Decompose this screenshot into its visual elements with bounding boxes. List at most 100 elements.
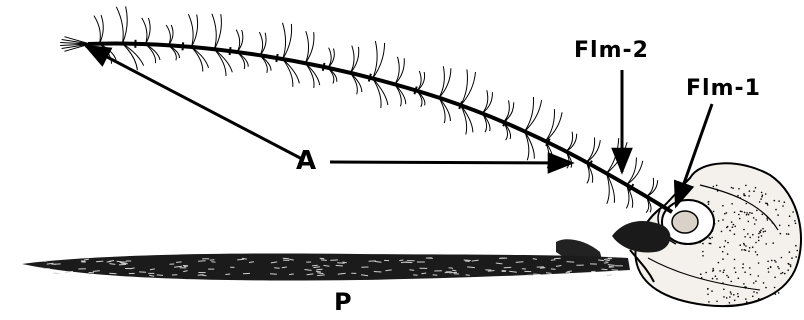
antenna-hair <box>214 49 226 76</box>
stipple-dot <box>753 217 755 219</box>
palp-scale <box>465 261 470 262</box>
palp-scale <box>540 268 545 269</box>
stipple-dot <box>767 268 769 270</box>
stipple-dot <box>756 292 758 294</box>
stipple-dot <box>774 260 776 262</box>
label-antenna: A <box>296 148 316 174</box>
stipple-dot <box>730 293 732 295</box>
stipple-dot <box>726 275 728 277</box>
stipple-dot <box>730 291 732 293</box>
stipple-dot <box>722 282 724 284</box>
stipple-dot <box>745 185 747 187</box>
palp-scale <box>317 269 323 270</box>
stipple-dot <box>715 275 717 277</box>
stipple-dot <box>716 278 718 280</box>
palp-scale <box>121 263 128 264</box>
palp-scale <box>53 273 58 274</box>
stipple-dot <box>763 231 765 233</box>
stipple-dot <box>765 243 767 245</box>
stipple-dot <box>748 195 750 197</box>
palp-scale <box>312 265 318 266</box>
stipple-dot <box>729 296 731 298</box>
antenna-hair <box>116 7 123 44</box>
stipple-dot <box>744 249 746 251</box>
stipple-dot <box>731 187 733 189</box>
stipple-dot <box>709 243 711 245</box>
palp-scale <box>466 275 470 276</box>
stipple-dot <box>784 201 786 203</box>
stipple-dot <box>713 211 715 213</box>
stipple-dot <box>774 277 776 279</box>
palp-scale <box>107 262 111 263</box>
stipple-dot <box>745 286 747 288</box>
stipple-dot <box>762 228 764 230</box>
stipple-dot <box>722 251 724 253</box>
stipple-dot <box>716 185 718 187</box>
stipple-dot <box>758 236 760 238</box>
stipple-dot <box>754 223 756 225</box>
stipple-dot <box>740 211 742 213</box>
stipple-dot <box>721 231 723 233</box>
segment-joint <box>230 47 231 55</box>
palp-scale <box>176 262 182 263</box>
stipple-dot <box>734 226 736 228</box>
palp-scale <box>317 275 325 276</box>
stipple-dot <box>710 243 712 245</box>
stipple-dot <box>725 240 727 242</box>
stipple-dot <box>746 203 748 205</box>
stipple-dot <box>713 186 715 188</box>
stipple-dot <box>784 273 786 275</box>
stipple-dot <box>779 225 781 227</box>
stipple-dot <box>761 192 763 194</box>
stipple-dot <box>772 242 774 244</box>
stipple-dot <box>744 212 746 214</box>
segment-joint <box>369 74 371 82</box>
stipple-dot <box>741 211 743 213</box>
stipple-dot <box>748 214 750 216</box>
palp-scale <box>421 273 426 274</box>
stipple-dot <box>787 269 789 271</box>
stipple-dot <box>744 236 746 238</box>
stipple-dot <box>781 257 783 259</box>
stipple-dot <box>707 201 709 203</box>
palp-scale <box>337 263 345 264</box>
stipple-dot <box>727 226 729 228</box>
stipple-dot <box>708 237 710 239</box>
stipple-dot <box>732 226 734 228</box>
stipple-dot <box>775 261 777 263</box>
stipple-dot <box>742 267 744 269</box>
stipple-dot <box>749 237 751 239</box>
stipple-dot <box>788 225 790 227</box>
stipple-dot <box>705 272 707 274</box>
palp-scale <box>554 258 561 259</box>
stipple-dot <box>758 233 760 235</box>
arrow-a-to-segment <box>330 162 572 163</box>
palp-scale <box>330 260 338 261</box>
stipple-dot <box>770 266 772 268</box>
stipple-dot <box>794 220 796 222</box>
stipple-dot <box>737 296 739 298</box>
stipple-dot <box>743 194 745 196</box>
stipple-dot <box>752 296 754 298</box>
stipple-dot <box>723 272 725 274</box>
stipple-dot <box>748 250 750 252</box>
stipple-dot <box>746 214 748 216</box>
stipple-dot <box>727 253 729 255</box>
stipple-dot <box>761 235 763 237</box>
stipple-dot <box>790 264 792 266</box>
stipple-dot <box>735 272 737 274</box>
palp-scale <box>270 274 277 275</box>
stipple-dot <box>727 242 729 244</box>
stipple-dot <box>708 301 710 303</box>
stipple-dot <box>749 212 751 214</box>
stipple-dot <box>758 298 760 300</box>
stipple-dot <box>764 230 766 232</box>
stipple-dot <box>745 245 747 247</box>
palp-scale <box>157 275 163 276</box>
stipple-dot <box>755 219 757 221</box>
segment-joint <box>323 63 325 71</box>
palp-scale <box>449 272 457 273</box>
label-flagellomere-1: Flm-1 <box>686 78 761 100</box>
stipple-dot <box>767 261 769 263</box>
